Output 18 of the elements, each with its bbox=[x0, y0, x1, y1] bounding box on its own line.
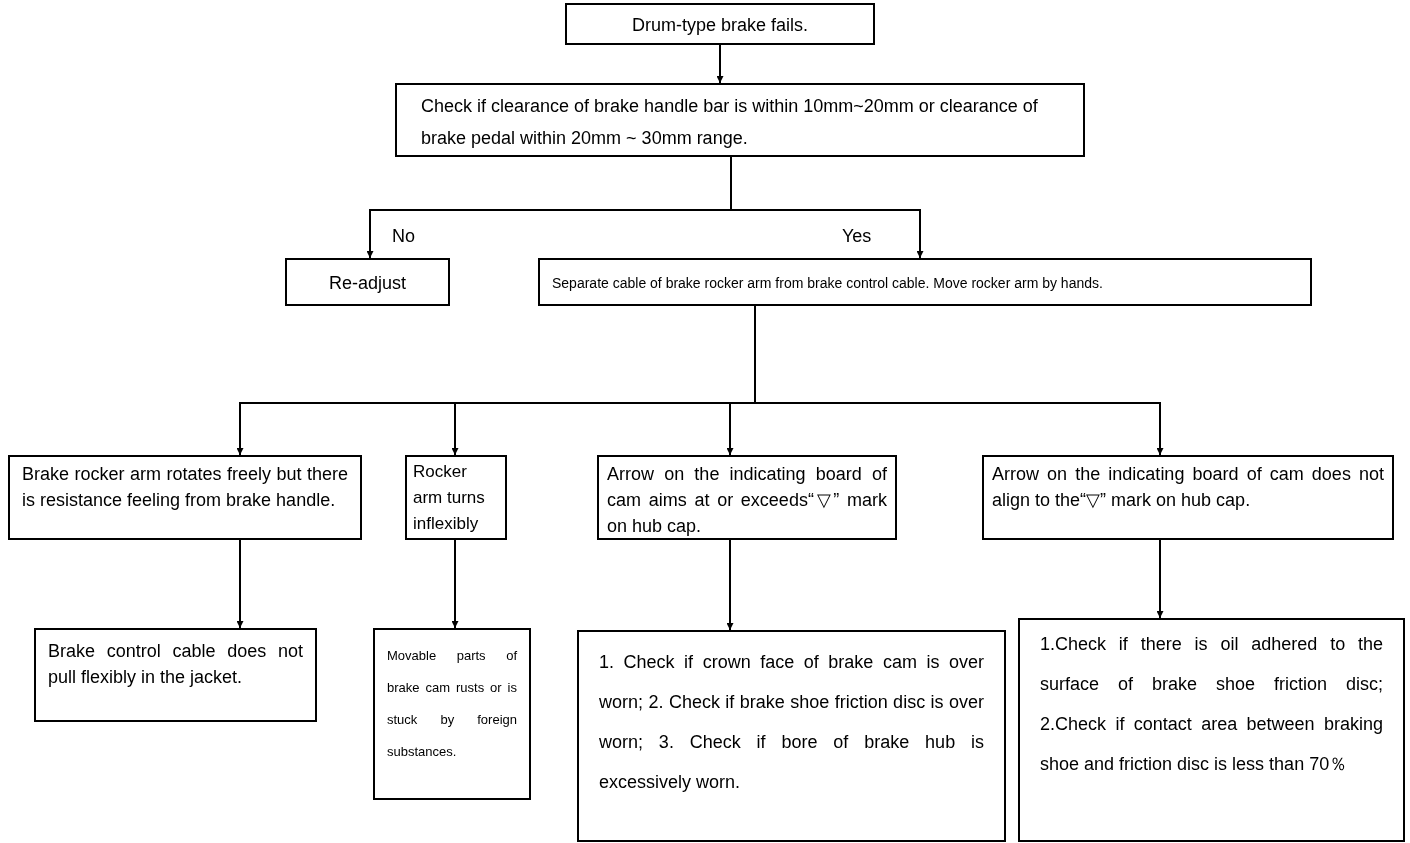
arrow bbox=[716, 44, 724, 84]
process-box: Brake rocker arm rotates freely but there is resistance feeling from brake handle. bbox=[8, 455, 362, 540]
arrow bbox=[1156, 539, 1164, 619]
process-box: Re-adjust bbox=[285, 258, 450, 306]
arrow bbox=[730, 156, 924, 259]
process-box: Brake control cable does not pull flexibly in the jacket. bbox=[34, 628, 317, 722]
process-box: Rocker arm turns inflexibly bbox=[405, 455, 507, 540]
arrow bbox=[726, 539, 734, 631]
arrow bbox=[451, 539, 459, 629]
process-box: Movable parts of brake cam rusts or is stuck by foreign substances. bbox=[373, 628, 531, 800]
process-box: Drum-type brake fails. bbox=[565, 3, 875, 45]
process-box: Check if clearance of brake handle bar is within 10mm~20mm or clearance of brake pedal within 20mm ~ 30mm range. bbox=[395, 83, 1085, 157]
process-box: 1.Check if there is oil adhered to the surface of brake shoe friction disc; 2.Check if contact area between braking shoe and friction disc is less than 70％ bbox=[1018, 618, 1405, 842]
process-box: Arrow on the indicating board of cam aims at or exceeds“▽” mark on hub cap. bbox=[597, 455, 897, 540]
process-box: Arrow on the indicating board of cam does not align to the“▽” mark on hub cap. bbox=[982, 455, 1394, 540]
process-box: 1. Check if crown face of brake cam is over worn; 2. Check if brake shoe friction disc is over worn; 3. Check if bore of brake hub is excessively worn. bbox=[577, 630, 1006, 842]
arrow bbox=[236, 539, 244, 629]
process-box: Separate cable of brake rocker arm from brake control cable. Move rocker arm by hands. bbox=[538, 258, 1312, 306]
